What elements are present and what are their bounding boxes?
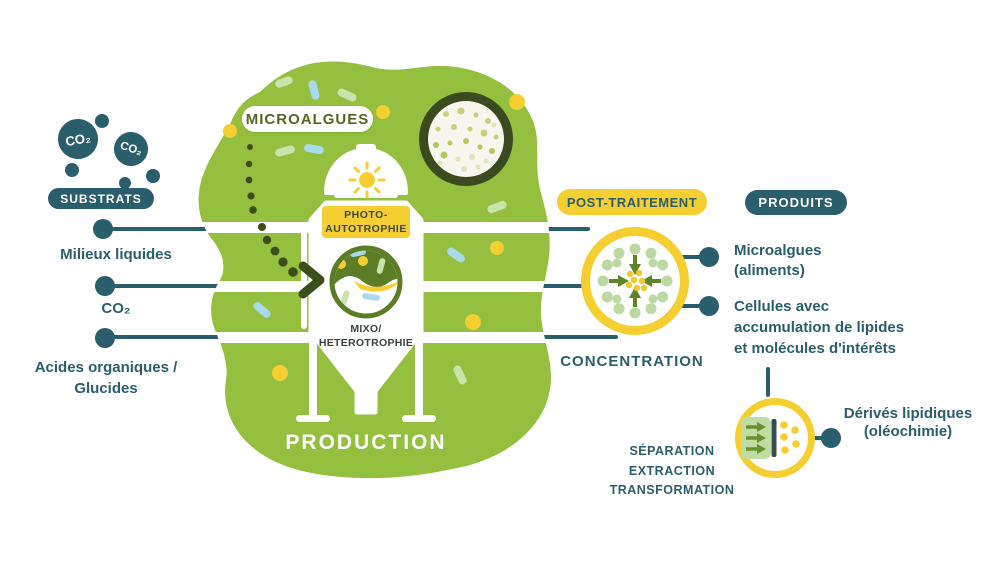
filter-membrane: [771, 419, 777, 457]
input-label-milieux: Milieux liquides: [60, 246, 172, 263]
petri-dish-icon: [419, 92, 513, 186]
bubble-dot: [146, 169, 160, 183]
chevron-arrow-icon: [298, 261, 325, 299]
tank-accent-bar: [301, 231, 307, 329]
product-dot-2: [699, 296, 719, 316]
post-traitement-pill: POST-TRAITEMENT: [557, 189, 707, 215]
product-label-microalgues: Microalgues (aliments): [734, 242, 822, 279]
tank-legs: [296, 340, 436, 422]
bubble-dot: [95, 114, 109, 128]
decorative-cells: [223, 76, 525, 385]
input-dot-1: [93, 219, 113, 239]
separation-filter-icon: [735, 398, 815, 478]
inward-arrows: [609, 255, 661, 307]
product-dot-1: [699, 247, 719, 267]
output-line-2: [672, 304, 708, 308]
sun-icon: [348, 161, 386, 199]
produits-pill: PRODUITS: [745, 190, 847, 215]
input-label-co2: CO₂: [101, 300, 131, 317]
microalgues-pill: MICROALGUES: [242, 106, 373, 132]
separation-output-line: [810, 436, 826, 440]
photo-autotrophie-box: PHOTO- AUTOTROPHIE: [322, 206, 410, 238]
lipid-output-dot: [821, 428, 841, 448]
bubble-dot: [119, 177, 131, 189]
concentration-icon: [581, 227, 689, 335]
substrats-pill: SUBSTRATS: [48, 188, 154, 209]
concentration-label: CONCENTRATION: [560, 353, 704, 370]
output-line-1: [676, 255, 706, 259]
dotted-arrow-trail: [245, 144, 298, 277]
input-dot-2: [95, 276, 115, 296]
dome-highlight-arc: [326, 151, 354, 189]
product-label-cellules: Cellules avec accumulation de lipides et…: [734, 298, 905, 357]
co2-bubble-small: CO₂: [109, 127, 153, 171]
input-label-acides: Acides organiques / Glucides: [34, 359, 178, 397]
bubble-dot: [65, 163, 79, 177]
separation-label: SÉPARATION EXTRACTION TRANSFORMATION: [609, 444, 735, 497]
input-dot-3: [95, 328, 115, 348]
production-label: PRODUCTION: [285, 431, 447, 454]
mixo-heterotrophie-label: MIXO/ HETEROTROPHIE: [318, 323, 414, 349]
bioreactor-tank: [245, 144, 436, 422]
algae-cell-icon: [329, 245, 403, 319]
connector-line-vertical: [766, 367, 770, 397]
derives-lipidiques-label: Dérivés lipidiques (oléochimie): [843, 405, 973, 440]
co2-bubble-large: CO₂: [54, 115, 102, 163]
filter-arrows: [746, 422, 766, 454]
